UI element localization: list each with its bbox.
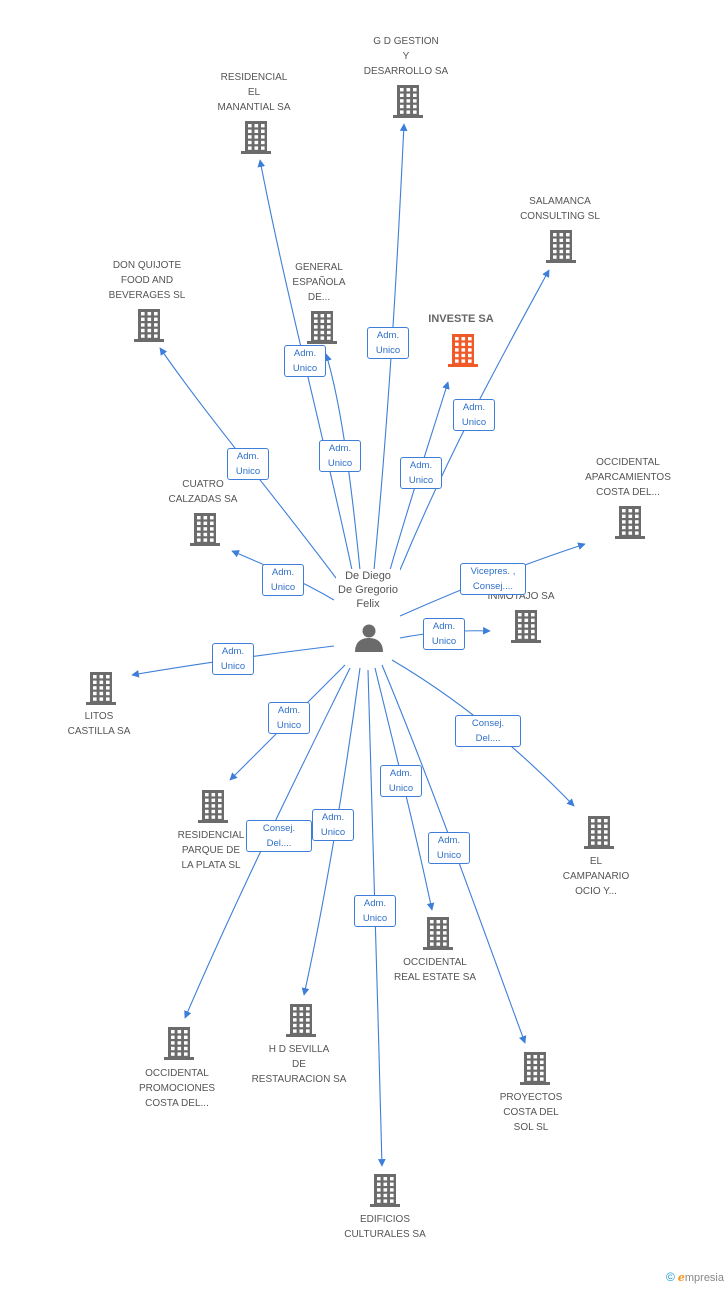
building-icon-salamanca[interactable]: [546, 230, 576, 263]
company-name-litos[interactable]: LITOS CASTILLA SA: [67, 711, 131, 737]
brand-watermark: © empresia: [666, 1270, 724, 1284]
relation-label-residencial-plata[interactable]: Adm. Unico: [268, 702, 310, 734]
company-name-cuatro-calzadas[interactable]: CUATRO CALZADAS SA: [168, 479, 238, 505]
building-icon-litos[interactable]: [86, 672, 116, 705]
company-name-edificios-culturales[interactable]: EDIFICIOS CULTURALES SA: [344, 1214, 426, 1240]
building-icon-gd-gestion[interactable]: [393, 85, 423, 118]
building-icon-occidental-aparcamientos[interactable]: [615, 506, 645, 539]
company-name-el-campanario[interactable]: EL CAMPANARIO OCIO Y...: [562, 856, 630, 897]
company-name-hd-sevilla[interactable]: H D SEVILLA DE RESTAURACION SA: [251, 1044, 347, 1085]
relation-label-edificios-culturales[interactable]: Adm. Unico: [354, 895, 396, 927]
relation-label-hd-sevilla[interactable]: Adm. Unico: [312, 809, 354, 841]
company-name-residencial-manantial[interactable]: RESIDENCIAL EL MANANTIAL SA: [217, 72, 291, 113]
brand-name: mpresia: [684, 1272, 724, 1284]
company-name-salamanca[interactable]: SALAMANCA CONSULTING SL: [520, 196, 600, 222]
company-name-general-espanola[interactable]: GENERAL ESPAÑOLA DE...: [292, 262, 346, 303]
company-name-occidental-promociones[interactable]: OCCIDENTAL PROMOCIONES COSTA DEL...: [138, 1068, 216, 1109]
relation-label-el-campanario[interactable]: Consej. Del....: [455, 715, 521, 747]
person-icon[interactable]: [355, 624, 383, 653]
brand-logo-initial: e: [677, 1271, 685, 1284]
relation-label-general-espanola[interactable]: Adm. Unico: [319, 440, 361, 472]
company-name-don-quijote[interactable]: DON QUIJOTE FOOD AND BEVERAGES SL: [108, 260, 186, 301]
relation-label-don-quijote[interactable]: Adm. Unico: [227, 448, 269, 480]
company-name-inmotajo[interactable]: INMOTAJO SA: [487, 591, 555, 602]
company-name-occidental-aparcamientos[interactable]: OCCIDENTAL APARCAMIENTOS COSTA DEL...: [585, 457, 671, 498]
building-icon-residencial-plata[interactable]: [198, 790, 228, 823]
center-person-name[interactable]: De Diego De Gregorio Felix: [336, 569, 400, 611]
relation-label-gd-gestion[interactable]: Adm. Unico: [367, 327, 409, 359]
relation-label-occidental-real-estate[interactable]: Adm. Unico: [380, 765, 422, 797]
building-icon-occidental-promociones[interactable]: [164, 1027, 194, 1060]
company-name-proyectos-costa[interactable]: PROYECTOS COSTA DEL SOL SL: [499, 1092, 563, 1133]
building-icon-hd-sevilla[interactable]: [286, 1004, 316, 1037]
copyright-icon: ©: [665, 1270, 675, 1284]
building-icon-edificios-culturales[interactable]: [370, 1174, 400, 1207]
relation-label-residencial-manantial[interactable]: Adm. Unico: [284, 345, 326, 377]
building-icon-proyectos-costa[interactable]: [520, 1052, 550, 1085]
building-icon-el-campanario[interactable]: [584, 816, 614, 849]
company-name-investe[interactable]: INVESTE SA: [428, 313, 494, 325]
relation-label-litos[interactable]: Adm. Unico: [212, 643, 254, 675]
relation-label-occidental-aparcamientos[interactable]: Vicepres. , Consej....: [460, 563, 526, 595]
building-icon-don-quijote[interactable]: [134, 309, 164, 342]
relation-label-inmotajo[interactable]: Adm. Unico: [423, 618, 465, 650]
building-icon-residencial-manantial[interactable]: [241, 121, 271, 154]
relation-label-occidental-promociones[interactable]: Consej. Del....: [246, 820, 312, 852]
building-icon-investe[interactable]: [448, 334, 478, 367]
relation-label-cuatro-calzadas[interactable]: Adm. Unico: [262, 564, 304, 596]
company-name-gd-gestion[interactable]: G D GESTION Y DESARROLLO SA: [363, 36, 449, 77]
relation-label-salamanca[interactable]: Adm. Unico: [453, 399, 495, 431]
building-icon-occidental-real-estate[interactable]: [423, 917, 453, 950]
company-name-occidental-real-estate[interactable]: OCCIDENTAL REAL ESTATE SA: [393, 957, 477, 983]
relation-label-proyectos-costa[interactable]: Adm. Unico: [428, 832, 470, 864]
company-name-residencial-plata[interactable]: RESIDENCIAL PARQUE DE LA PLATA SL: [177, 830, 245, 871]
building-icon-inmotajo[interactable]: [511, 610, 541, 643]
relation-label-investe[interactable]: Adm. Unico: [400, 457, 442, 489]
building-icon-cuatro-calzadas[interactable]: [190, 513, 220, 546]
building-icon-general-espanola[interactable]: [307, 311, 337, 344]
